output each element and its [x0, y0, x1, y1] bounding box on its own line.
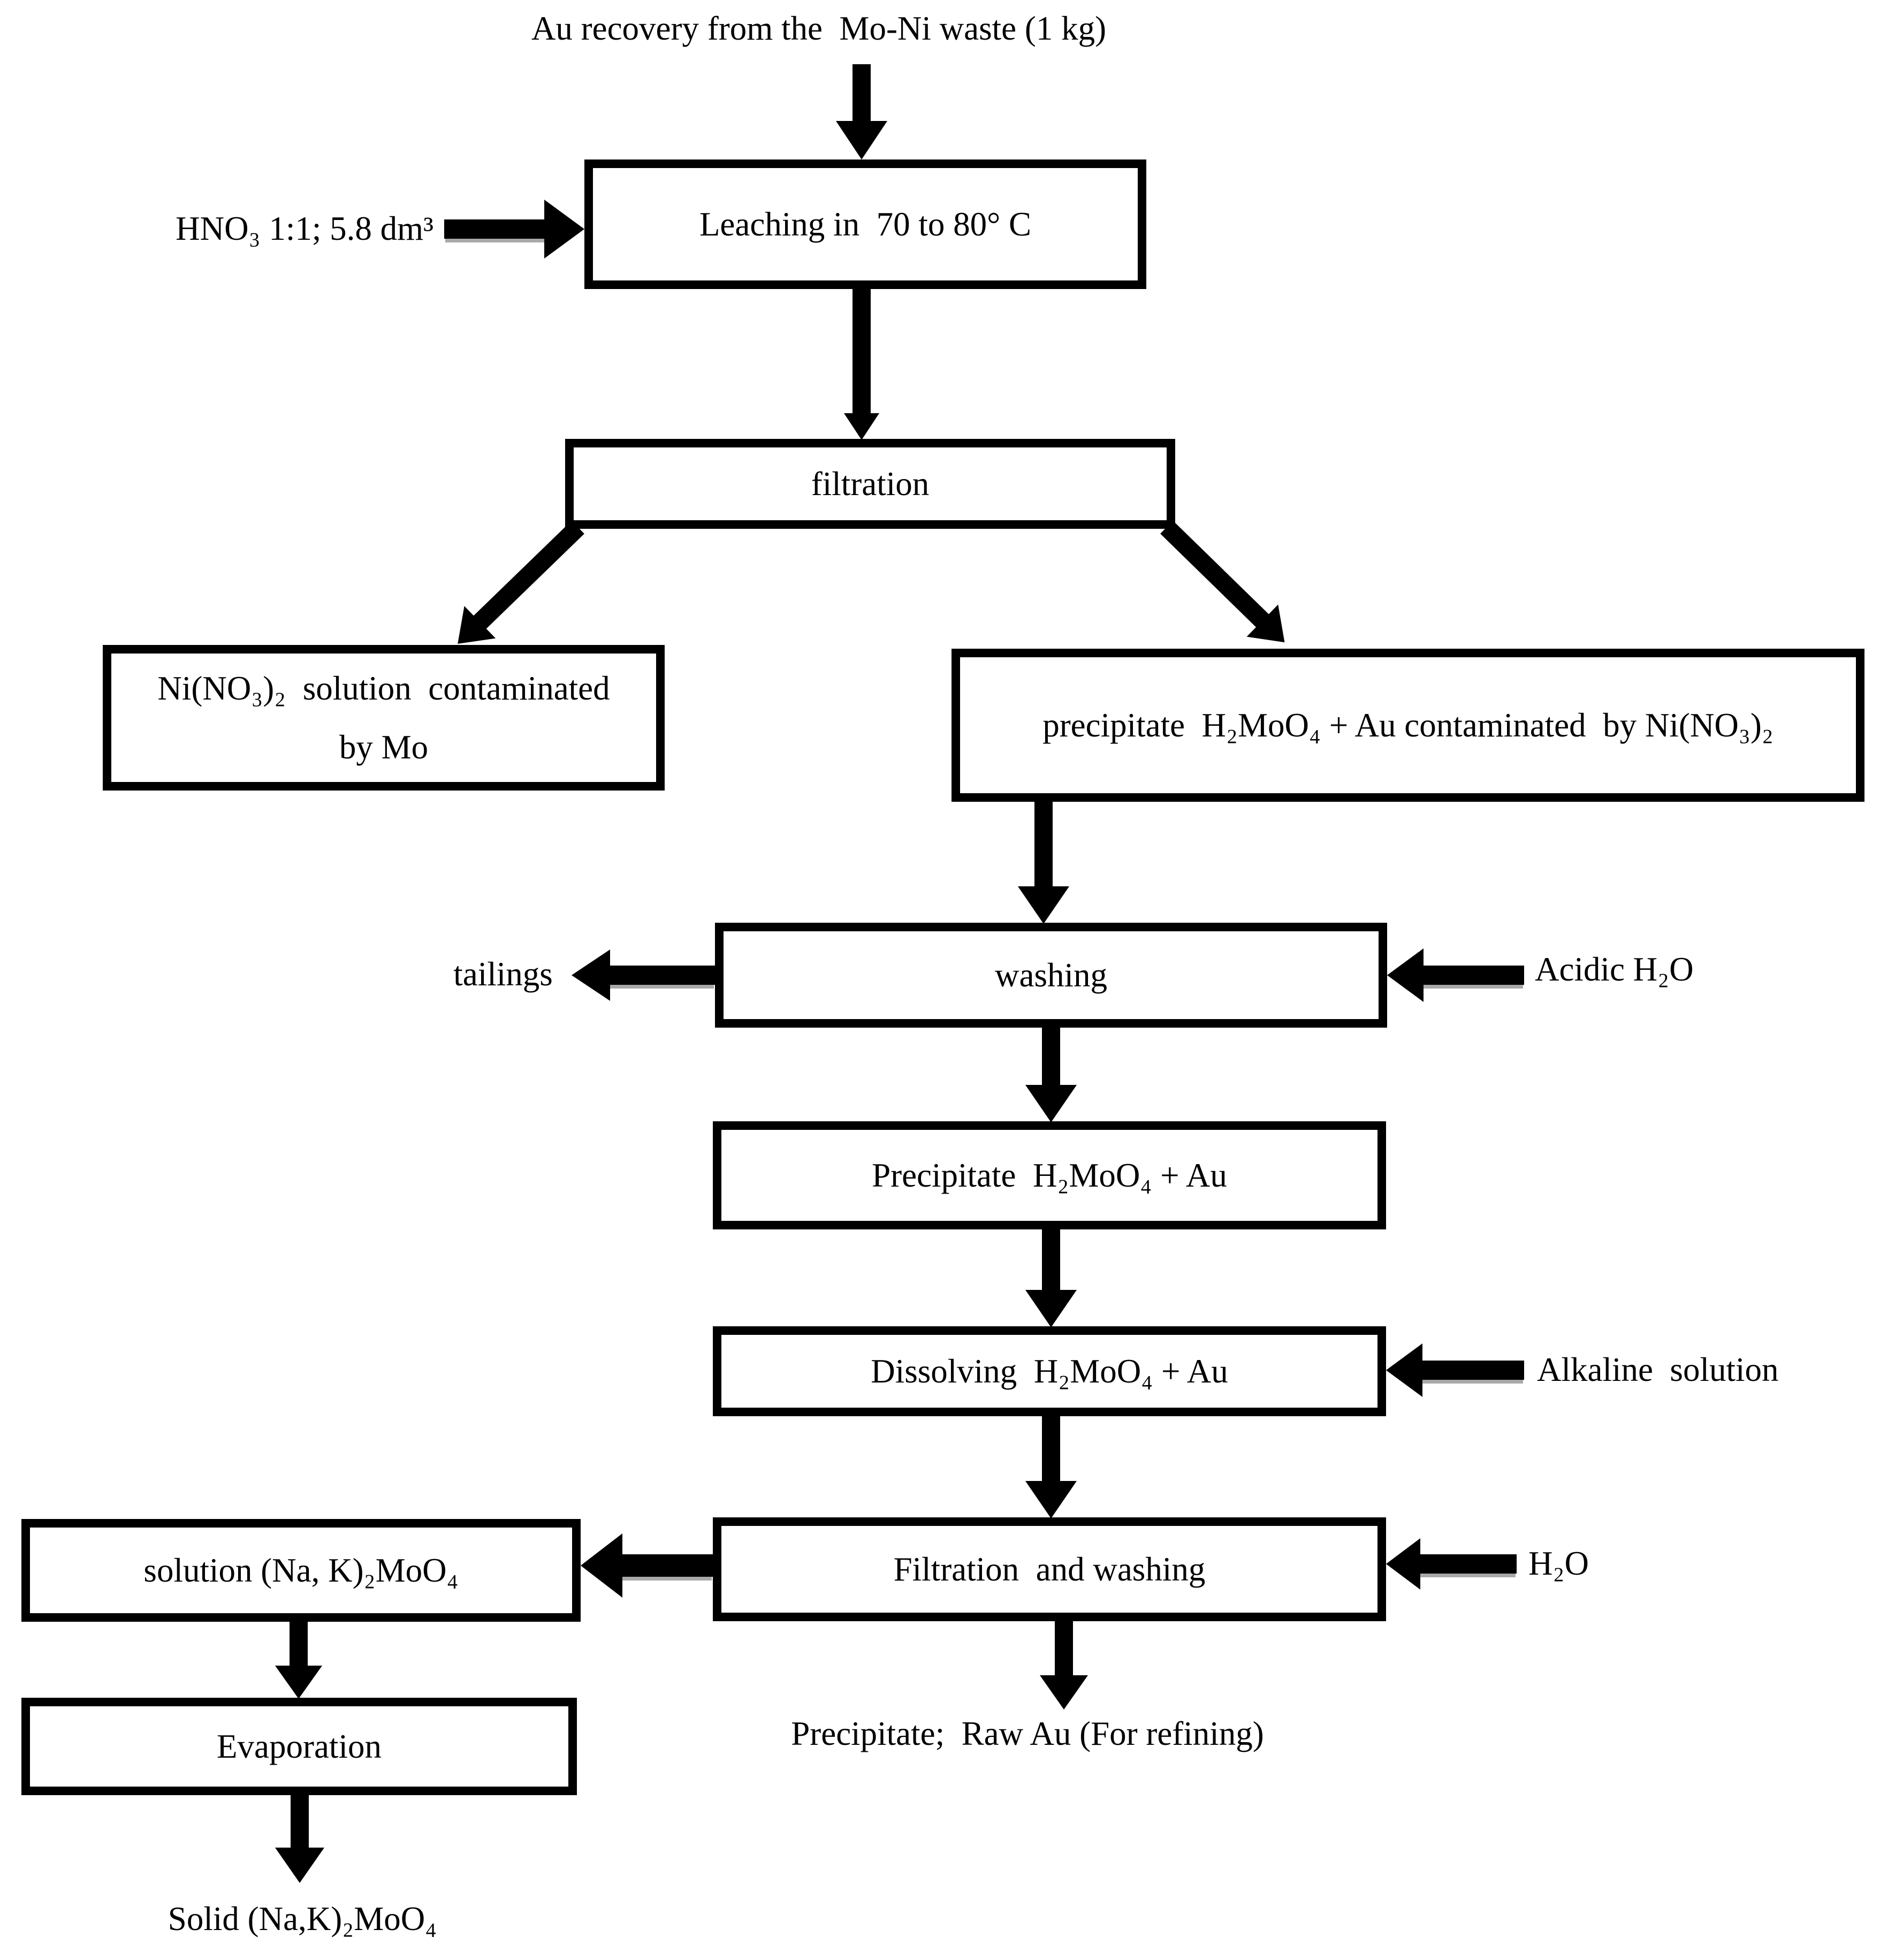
node-ni-solution: Ni(NO₃)₂ solution contaminated by Mo: [103, 645, 665, 791]
node-filtration-label: filtration: [811, 465, 930, 503]
page-title: Au recovery from the Mo-Ni waste (1 kg): [531, 10, 1107, 47]
arrow-filtration-to-ni-solution-icon: [442, 511, 593, 660]
arrow-precipitate-to-washing-icon: [1018, 802, 1069, 924]
node-solution-label: solution (Na, K)₂MoO₄: [143, 1551, 459, 1589]
node-evaporation: Evaporation: [21, 1698, 577, 1795]
arrow-dissolving-to-filtration-washing-icon: [1025, 1416, 1077, 1518]
node-dissolving-label: Dissolving H₂MoO₄ + Au: [871, 1352, 1228, 1390]
node-filtration-washing: Filtration and washing: [713, 1517, 1386, 1621]
node-precipitate: Precipitate H₂MoO₄ + Au: [713, 1121, 1386, 1229]
arrow-filtration-washing-to-solution-icon: [581, 1533, 713, 1598]
arrow-evaporation-to-solid-icon: [275, 1795, 324, 1883]
arrow-acidic-h2o-to-washing-icon: [1387, 948, 1524, 1002]
arrow-h2o-to-filtration-washing-icon: [1386, 1538, 1517, 1590]
arrow-precipitate-to-dissolving-icon: [1025, 1229, 1077, 1327]
raw-au-label: Precipitate; Raw Au (For refining): [791, 1715, 1264, 1752]
arrow-washing-to-precipitate-icon: [1025, 1028, 1077, 1122]
arrow-filtration-washing-to-raw-au-icon: [1040, 1621, 1088, 1710]
node-precipitate-contaminated-label: precipitate H₂MoO₄ + Au contaminated by …: [1042, 706, 1774, 744]
node-solution: solution (Na, K)₂MoO₄: [21, 1519, 581, 1622]
node-dissolving: Dissolving H₂MoO₄ + Au: [713, 1326, 1386, 1416]
arrow-title-to-leaching-icon: [836, 64, 887, 159]
hno3-feed-label: HNO₃ 1:1; 5.8 dm³: [176, 210, 433, 247]
node-precipitate-label: Precipitate H₂MoO₄ + Au: [872, 1156, 1227, 1194]
node-filtration: filtration: [565, 439, 1175, 529]
node-filtration-washing-label: Filtration and washing: [893, 1550, 1206, 1588]
tailings-label: tailings: [453, 955, 553, 993]
arrow-alkaline-to-dissolving-icon: [1386, 1343, 1524, 1397]
solid-product-label: Solid (Na,K)₂MoO₄: [168, 1900, 437, 1938]
arrow-washing-to-tailings-icon: [572, 949, 715, 1001]
alkaline-solution-label: Alkaline solution: [1537, 1351, 1779, 1388]
node-ni-solution-label: Ni(NO₃)₂ solution contaminated by Mo: [157, 669, 610, 766]
node-washing-label: washing: [995, 956, 1107, 994]
node-leaching-label: Leaching in 70 to 80° C: [699, 205, 1032, 243]
arrow-solution-to-evaporation-icon: [275, 1622, 322, 1699]
node-leaching: Leaching in 70 to 80° C: [584, 159, 1146, 289]
arrow-leaching-to-filtration-icon: [844, 289, 879, 440]
h2o-label: H₂O: [1528, 1545, 1589, 1582]
node-evaporation-label: Evaporation: [217, 1727, 382, 1765]
arrow-filtration-to-precipitate-icon: [1151, 511, 1300, 658]
arrow-hno3-to-leaching-icon: [444, 200, 584, 259]
acidic-h2o-label: Acidic H₂O: [1535, 951, 1694, 988]
node-washing: washing: [715, 923, 1387, 1028]
node-precipitate-contaminated: precipitate H₂MoO₄ + Au contaminated by …: [952, 649, 1864, 802]
